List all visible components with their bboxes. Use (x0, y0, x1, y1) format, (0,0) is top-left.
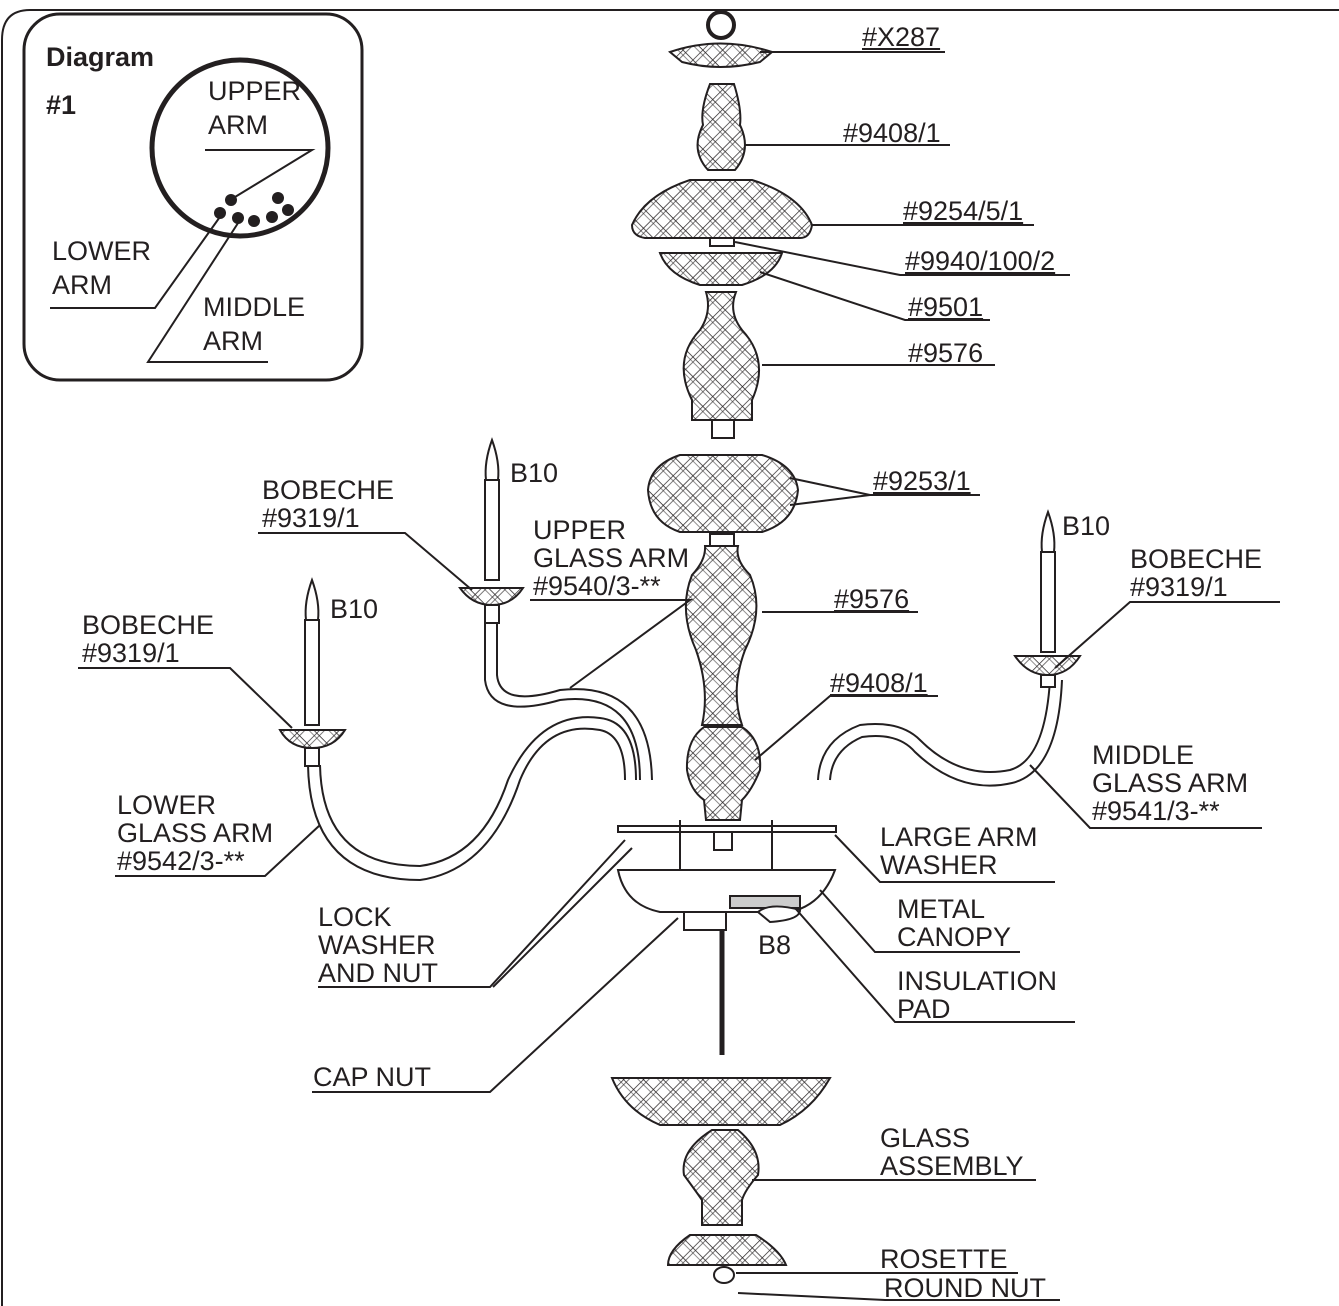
insulation-pad-line2: PAD (897, 994, 951, 1024)
arm-holes (214, 192, 294, 227)
bobeche-upper-line2: #9319/1 (262, 503, 360, 533)
inset-title: Diagram (46, 42, 155, 72)
inset-circle (149, 57, 331, 239)
bulb-b10-right: B10 (1062, 511, 1111, 541)
large-arm-washer-line2: WASHER (880, 850, 998, 880)
bulb-b10-upper: B10 (510, 458, 559, 488)
glass-arms (307, 620, 1063, 882)
part-finial: #X287 (862, 22, 941, 52)
lock-washer-line1: LOCK (318, 902, 392, 932)
upper-glass-arm-line2: GLASS ARM (533, 543, 690, 573)
large-arm-washer-line1: LARGE ARM (880, 822, 1038, 852)
inset-leaders (50, 149, 316, 363)
bobeche-upper-line1: BOBECHE (262, 475, 395, 505)
inset-upper-arm-line2: ARM (208, 110, 268, 140)
bulb-b10-left: B10 (330, 594, 379, 624)
inset-box (22, 12, 364, 382)
glass-assembly-line1: GLASS (880, 1123, 971, 1153)
upper-glass-arm-line1: UPPER (533, 515, 627, 545)
inset-title-number: #1 (46, 90, 77, 120)
part-bottom-knob: #9408/1 (830, 668, 928, 698)
inset-middle-arm-line2: ARM (203, 326, 263, 356)
inset-lower-arm-line2: ARM (52, 270, 112, 300)
inset-middle-arm-line1: MIDDLE (203, 292, 306, 322)
middle-glass-arm-line3: #9541/3-** (1092, 796, 1220, 826)
metal-canopy-line1: METAL (897, 894, 986, 924)
middle-glass-arm-line2: GLASS ARM (1092, 768, 1249, 798)
part-upper-dome: #9254/5/1 (903, 196, 1024, 226)
inset-lower-arm-line1: LOWER (52, 236, 152, 266)
part-top-knob: #9408/1 (843, 118, 941, 148)
metal-canopy-line2: CANOPY (897, 922, 1012, 952)
lower-glass-arm-line2: GLASS ARM (117, 818, 274, 848)
rosette-label: ROSETTE (880, 1244, 1008, 1274)
bobeche-left-line2: #9319/1 (82, 638, 180, 668)
insulation-pad-line1: INSULATION (897, 966, 1058, 996)
central-stem (610, 10, 837, 1284)
round-nut-label: ROUND NUT (884, 1273, 1046, 1303)
bobeche-right-line1: BOBECHE (1130, 544, 1263, 574)
lower-glass-arm-line3: #9542/3-** (117, 846, 245, 876)
cap-nut-label: CAP NUT (313, 1062, 432, 1092)
part-upper-column: #9576 (908, 338, 984, 368)
leader-lines (78, 51, 1280, 1301)
lower-glass-arm-line1: LOWER (117, 790, 217, 820)
middle-glass-arm-line1: MIDDLE (1092, 740, 1195, 770)
glass-assembly-line2: ASSEMBLY (880, 1151, 1024, 1181)
part-lower-dish: #9501 (908, 292, 984, 322)
bobeche-left-line1: BOBECHE (82, 610, 215, 640)
upper-glass-arm-line3: #9540/3-** (533, 571, 661, 601)
part-middle-ball: #9253/1 (873, 466, 971, 496)
part-spacer-ring: #9940/100/2 (905, 246, 1056, 276)
bobeche-right-line2: #9319/1 (1130, 572, 1228, 602)
inset-upper-arm-line1: UPPER (208, 76, 302, 106)
bulb-b8: B8 (758, 930, 792, 960)
outer-border (1, 9, 1339, 1306)
lock-washer-line2: WASHER (318, 930, 436, 960)
lock-washer-line3: AND NUT (318, 958, 438, 988)
candles (278, 437, 1082, 767)
part-lower-column: #9576 (834, 584, 910, 614)
